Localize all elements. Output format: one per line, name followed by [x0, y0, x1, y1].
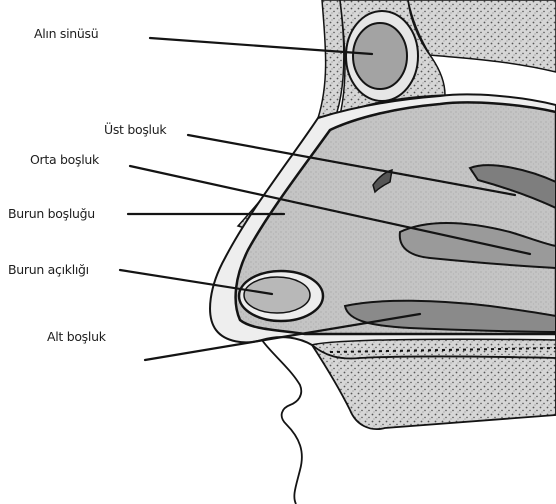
label-nostril: Burun açıklığı: [8, 264, 89, 277]
upper-jaw: [312, 345, 556, 429]
frontal-sinus: [353, 23, 407, 89]
nostril-opening: [244, 277, 310, 313]
label-frontal-sinus: Alın sinüsü: [34, 28, 98, 41]
label-nasal-cavity: Burun boşluğu: [8, 208, 95, 221]
label-lower-passage: Alt boşluk: [47, 331, 106, 344]
label-middle-passage: Orta boşluk: [30, 154, 99, 167]
label-upper-passage: Üst boşluk: [104, 124, 166, 137]
lip-outline: [262, 340, 302, 504]
